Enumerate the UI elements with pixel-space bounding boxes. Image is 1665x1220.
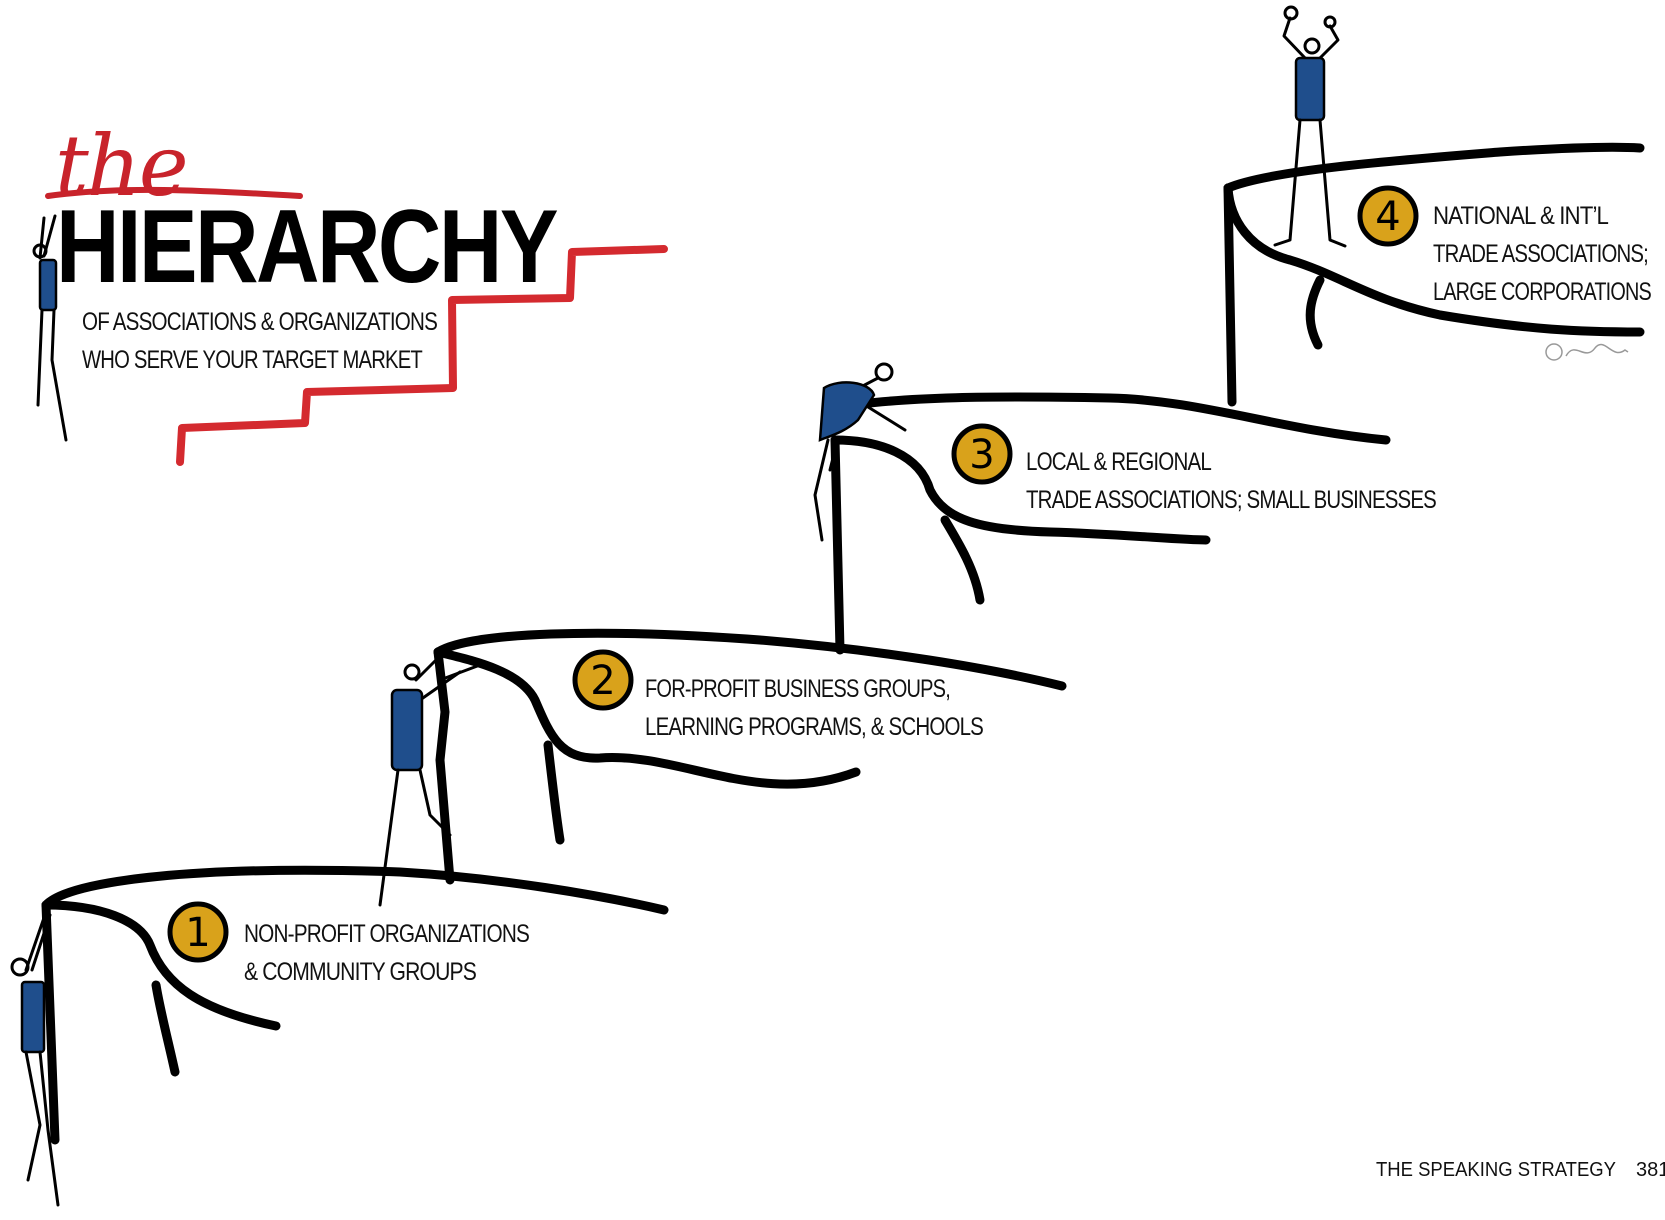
cliff-step-4 [1223,142,1645,407]
step-1-number: 1 [185,910,210,956]
title-underline-swash [45,186,303,199]
climber-figure-title [32,214,68,442]
step-3-label: 3 LOCAL & REGIONAL TRADE ASSOCIATIONS; S… [951,423,1437,514]
step-2-line-2: LEARNING PROGRAMS, & SCHOOLS [645,713,983,741]
title-prefix: the [55,117,187,215]
cliff-step-2 [433,628,1067,885]
step-1-line-2: & COMMUNITY GROUPS [244,958,476,986]
step-1-line-1: NON-PROFIT ORGANIZATIONS [244,920,529,948]
title-main: HIERARCHY [56,189,557,305]
title-block: the HIERARCHY OF ASSOCIATIONS & ORGANIZA… [32,117,668,466]
step-1-label: 1 NON-PROFIT ORGANIZATIONS & COMMUNITY G… [167,901,530,986]
artist-signature [1545,343,1629,361]
step-4-badge [1357,185,1419,247]
step-3-badge [951,423,1013,485]
subtitle-line-1: OF ASSOCIATIONS & ORGANIZATIONS [82,308,437,336]
climber-figure-step-1 [10,910,60,1207]
step-2-line-1: FOR-PROFIT BUSINESS GROUPS, [645,675,950,703]
step-4-label: 4 NATIONAL & INT’L TRADE ASSOCIATIONS; L… [1357,185,1652,306]
footer-page-number: 381 [1636,1159,1665,1181]
step-4-line-1: NATIONAL & INT’L [1433,202,1609,230]
climber-figure-step-2 [378,658,462,907]
step-3-number: 3 [969,432,994,478]
step-4-line-3: LARGE CORPORATIONS [1433,278,1651,306]
step-2-badge [572,649,634,711]
footer-book-title: THE SPEAKING STRATEGY [1376,1159,1616,1181]
cliff-step-3 [830,392,1391,655]
climber-figure-step-3 [813,362,907,542]
red-staircase [176,245,668,466]
step-3-line-1: LOCAL & REGIONAL [1026,448,1212,476]
step-1-badge [167,901,229,963]
step-4-number: 4 [1375,194,1400,240]
step-3-line-2: TRADE ASSOCIATIONS; SMALL BUSINESSES [1026,486,1436,514]
subtitle-line-2: WHO SERVE YOUR TARGET MARKET [82,346,423,374]
celebrating-figure-step-4 [1273,5,1347,248]
step-2-number: 2 [590,658,615,704]
step-4-line-2: TRADE ASSOCIATIONS; [1433,240,1648,268]
cliff-step-1 [41,865,669,1145]
step-2-label: 2 FOR-PROFIT BUSINESS GROUPS, LEARNING P… [572,649,984,741]
